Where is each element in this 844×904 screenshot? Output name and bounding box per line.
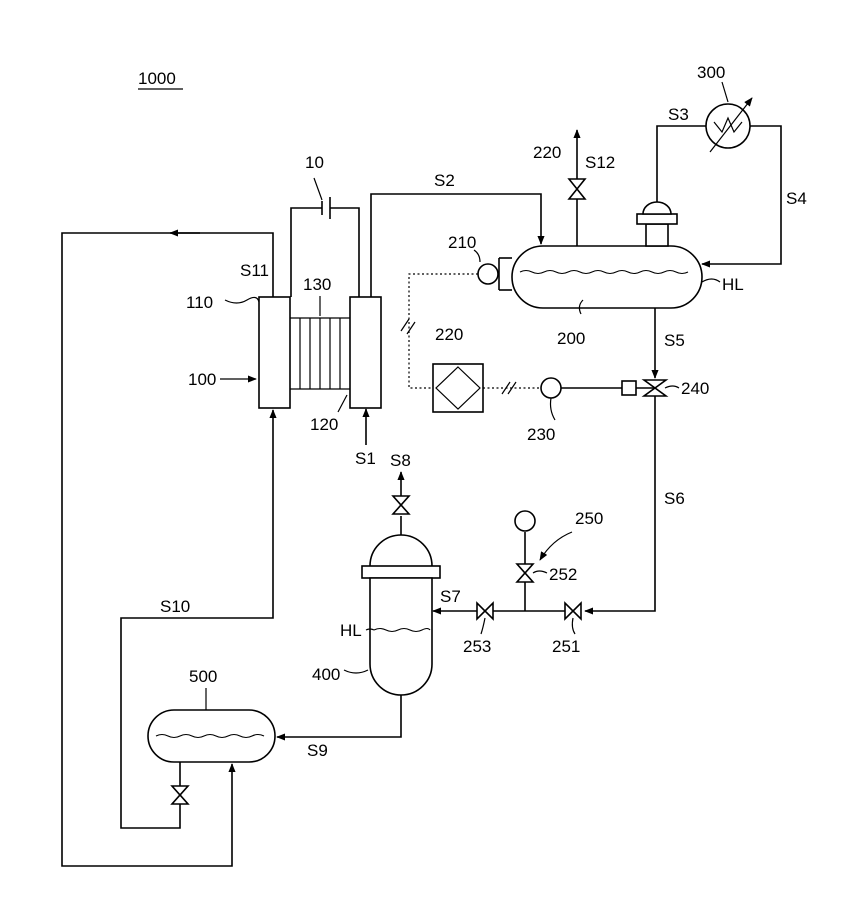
label-valve-251: 251 [552,637,580,656]
label-s11: S11 [240,261,269,280]
valve-252 [517,564,533,582]
valve-unit-pointer [540,532,572,560]
storage-vessel [148,710,275,762]
membrane-stack [290,318,350,389]
label-storage: 500 [189,667,217,686]
label-level-sensor: 210 [448,233,476,252]
leader-120 [338,395,347,412]
valve-actuator-box [622,381,636,395]
leader-251 [572,618,575,634]
leader-300 [722,82,728,102]
label-s12: S12 [585,153,615,172]
level-sensor [478,258,512,290]
label-hl-separator: HL [722,275,744,294]
actuator [541,378,561,398]
label-separator: 200 [557,329,585,348]
label-heat-exchanger: 300 [697,63,725,82]
stream-s3-line [657,126,706,202]
label-s4: S4 [786,189,807,208]
label-electrolyzer: 100 [188,370,216,389]
separator-vessel [512,246,702,308]
stream-s11-line [62,233,273,866]
label-actuator: 230 [527,425,555,444]
label-vent-valve: 220 [533,143,561,162]
label-s5: S5 [664,331,685,350]
label-controller: 220 [435,325,463,344]
label-s3: S3 [668,105,689,124]
control-valve [636,380,666,396]
valve-253 [477,603,493,619]
label-s1: S1 [355,449,376,468]
label-anode-chamber: 110 [186,293,213,312]
vent-valve [569,179,585,199]
label-valve-252: 252 [549,565,577,584]
pressure-gauge [515,511,535,531]
tank-vessel [362,535,440,695]
leader-110 [225,297,259,303]
anode-chamber [259,297,290,408]
label-s9: S9 [307,741,328,760]
label-power-source: 10 [305,153,324,172]
leader-hl-separator [702,279,720,282]
label-valve-unit: 250 [575,509,603,528]
stream-s9-line [277,695,401,737]
label-s10: S10 [160,597,190,616]
valve-251 [565,603,581,619]
label-s2: S2 [434,171,455,190]
stream-s10-line [121,410,273,828]
leader-252 [533,571,547,573]
leader-253 [481,618,485,634]
stream-s6-line [585,396,655,611]
label-membrane: 130 [303,275,331,294]
label-cathode-chamber: 120 [310,415,338,434]
cathode-chamber [350,297,381,408]
heat-exchanger [706,98,752,152]
label-s7: S7 [440,587,461,606]
separator-dome [637,202,677,246]
label-valve-253: 253 [463,637,491,656]
label-control-valve: 240 [681,379,709,398]
controller [433,364,483,412]
leader-230 [551,398,556,420]
label-hl-tank: HL [340,621,362,640]
leader-10 [314,178,322,200]
label-s6: S6 [664,489,685,508]
label-s8: S8 [390,451,411,470]
tank-vent-valve [393,496,409,514]
storage-valve [172,786,188,804]
leader-400 [344,670,368,673]
leader-240 [665,386,679,388]
label-tank: 400 [312,665,340,684]
figure-number: 1000 [138,69,176,88]
